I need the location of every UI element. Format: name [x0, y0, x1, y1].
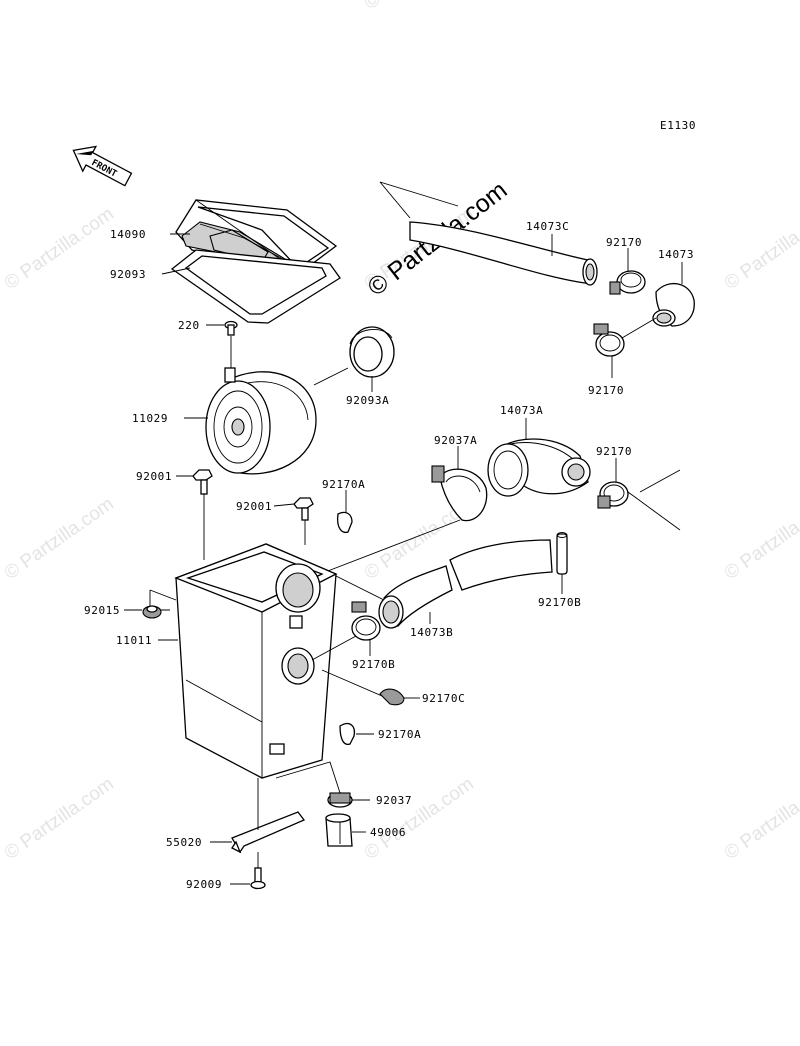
- label-55020: 55020: [166, 836, 202, 849]
- clamp-92170-mid: [593, 323, 625, 357]
- label-92170b-right: 92170B: [538, 596, 581, 609]
- bolt-92001-right: [293, 497, 314, 521]
- elbow-14073: [652, 282, 695, 327]
- label-92170-right: 92170: [596, 445, 632, 458]
- front-arrow-icon: FRONT: [72, 145, 133, 187]
- label-14073: 14073: [658, 248, 694, 261]
- label-14073b: 14073B: [410, 626, 453, 639]
- clamp-92037a: [431, 465, 488, 522]
- label-92037: 92037: [376, 794, 412, 807]
- label-220: 220: [178, 319, 200, 332]
- watermark-tile: © Partzilla.com: [361, 0, 478, 14]
- watermark-tile: © Partzilla.com: [721, 773, 800, 864]
- label-92093a: 92093A: [346, 394, 389, 407]
- watermark-tile: © Partzilla.com: [721, 493, 800, 584]
- elbow-hose-14073a: [487, 438, 591, 497]
- diagram-code: E1130: [660, 119, 696, 132]
- watermark-tile: © Partzilla.com: [1, 493, 118, 584]
- label-92170-top: 92170: [606, 236, 642, 249]
- clamp-92170-top: [609, 270, 646, 295]
- clamp-92170b-left: [351, 601, 381, 641]
- label-49006: 49006: [370, 826, 406, 839]
- label-92001-left: 92001: [136, 470, 172, 483]
- label-14073c: 14073C: [526, 220, 569, 233]
- screw-220: [224, 320, 238, 336]
- bolt-92009: [250, 867, 266, 890]
- watermark-tile: © Partzilla.com: [361, 773, 478, 864]
- label-92037a: 92037A: [434, 434, 477, 447]
- label-92009: 92009: [186, 878, 222, 891]
- label-92170b-left: 92170B: [352, 658, 395, 671]
- watermark-tile: © Partzilla.com: [721, 203, 800, 294]
- sleeve-49006: [325, 813, 353, 847]
- clamp-92170-right: [597, 481, 629, 509]
- label-92170a-bottom: 92170A: [378, 728, 421, 741]
- duct-14073c: [409, 221, 598, 286]
- grommet-92015: [142, 605, 162, 619]
- label-92015: 92015: [84, 604, 120, 617]
- label-92170a-top: 92170A: [322, 478, 365, 491]
- label-92001-right: 92001: [236, 500, 272, 513]
- watermark-tile: © Partzilla.com: [1, 203, 118, 294]
- watermark-tile: © Partzilla.com: [1, 773, 118, 864]
- ring-seal: [349, 326, 395, 378]
- air-filter-cylinder: [205, 367, 317, 475]
- gasket-frame: [170, 249, 341, 324]
- label-92170c: 92170C: [422, 692, 465, 705]
- label-92170-mid: 92170: [588, 384, 624, 397]
- part-labels: 14090 92093 220 11029 92093A 14073C 9217…: [84, 220, 694, 891]
- label-14073a: 14073A: [500, 404, 543, 417]
- bolt-92001-left: [192, 469, 213, 495]
- label-11029: 11029: [132, 412, 168, 425]
- label-11011: 11011: [116, 634, 152, 647]
- hose-14073b: [378, 539, 553, 629]
- clamp-92170c: [379, 688, 405, 706]
- label-92093: 92093: [110, 268, 146, 281]
- pin-92170b-right: [556, 532, 568, 575]
- air-box: [174, 543, 338, 779]
- clip-92170a-top: [336, 511, 353, 534]
- clip-92170a-bottom: [339, 722, 356, 746]
- clamp-92037: [327, 792, 353, 808]
- label-14090: 14090: [110, 228, 146, 241]
- bracket-55020: [231, 811, 306, 854]
